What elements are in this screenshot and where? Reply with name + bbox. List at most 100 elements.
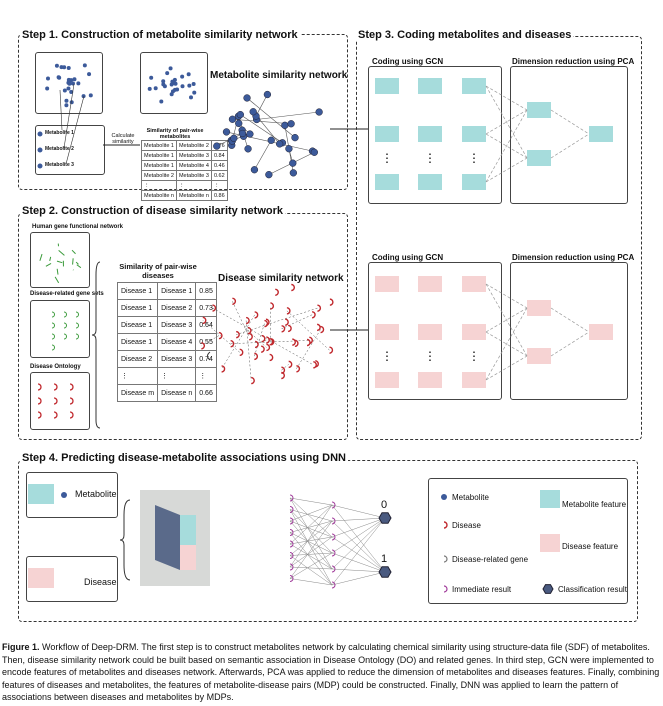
dnn-edge — [331, 504, 386, 519]
disease-node — [329, 298, 334, 306]
gcn-ellipsis: ⋮ — [424, 349, 436, 363]
molecule-graph-box-2 — [140, 52, 208, 114]
gcn-feature-cell — [375, 276, 399, 292]
gene-node — [63, 311, 67, 318]
pca-edge — [485, 355, 528, 381]
pca-edge — [550, 331, 590, 357]
dnn-edge — [331, 517, 386, 554]
disease-node — [281, 366, 286, 374]
gcn-ellipsis: ⋮ — [424, 151, 436, 165]
metabolite-node — [235, 119, 243, 128]
metabolite-node — [169, 82, 174, 87]
disease-node — [239, 348, 244, 357]
metabolite-node — [230, 134, 238, 142]
ontology-node — [53, 383, 58, 391]
disease-node — [270, 302, 274, 310]
legend-metabolite-icon — [441, 494, 447, 500]
gene-node — [51, 322, 55, 329]
dnn-hidden-node — [331, 501, 336, 509]
disease-node — [317, 304, 322, 312]
pca-edge — [485, 109, 528, 135]
metabolite-node — [81, 94, 86, 99]
metabolite-node — [37, 131, 43, 137]
pca-feature-cell — [527, 348, 551, 364]
metabolite-node — [37, 147, 43, 153]
pointer-line — [65, 95, 85, 165]
gcn-feature-cell — [462, 372, 486, 388]
gcn-feature-cell — [375, 372, 399, 388]
disease-node — [254, 352, 258, 361]
legend-classification-hexagon — [542, 584, 554, 594]
pca-edge — [485, 85, 528, 111]
metabolite-node — [45, 76, 50, 81]
dnn-edge — [289, 520, 333, 570]
pca-edge — [485, 133, 528, 159]
disease-node — [247, 326, 252, 335]
gcn-feature-cell — [418, 78, 442, 94]
dnn-edge — [289, 504, 333, 545]
disease-node — [311, 311, 316, 319]
metabolite-node — [275, 140, 284, 148]
metabolite-node — [64, 98, 69, 103]
metabolite-node — [54, 63, 59, 68]
disease-node — [292, 338, 296, 346]
metabolite-node — [45, 86, 50, 91]
dnn-input-node — [289, 529, 294, 536]
disease-node — [291, 283, 295, 292]
dnn-input-node — [289, 517, 294, 525]
pca-feature-cell — [527, 300, 551, 316]
dnn-edge — [289, 552, 333, 579]
gene-node — [63, 333, 67, 340]
disease-node — [281, 325, 286, 333]
molecule-graphs — [37, 63, 197, 169]
metabolite-label-2: Metabolite 2 — [45, 146, 74, 152]
calculate-similarity-label: Calculate similarity — [111, 133, 135, 145]
gene-node — [75, 322, 79, 329]
disease-node — [254, 340, 259, 349]
classification-hexagon — [378, 566, 392, 578]
disease-node — [275, 288, 279, 296]
metabolite-node — [76, 81, 81, 86]
metabolite-node — [289, 159, 297, 167]
disease-node — [269, 353, 274, 362]
dnn-hidden-node — [331, 565, 336, 573]
metabolite-node — [243, 94, 251, 102]
metabolite-node — [153, 86, 158, 91]
dnn-edge — [289, 504, 333, 522]
metabolite-node — [289, 169, 297, 177]
metabolite-node — [315, 108, 323, 116]
disease-node — [221, 365, 226, 373]
disease-node — [201, 342, 205, 350]
caption-label: Figure 1. — [2, 642, 40, 652]
gcn-feature-cell — [462, 324, 486, 340]
metabolite-node — [180, 74, 185, 79]
step1-title: Step 1. Construction of metabolite simil… — [20, 29, 300, 41]
network-edge — [296, 329, 321, 369]
legend-immediate-icon — [443, 585, 448, 593]
metabolite-node — [147, 86, 152, 91]
step2-title: Step 2. Construction of disease similari… — [20, 205, 286, 217]
metabolite-node — [82, 63, 87, 68]
dnn-hidden-node — [331, 517, 336, 525]
disease-node — [329, 346, 334, 354]
pca-label-metabolite: Dimension reduction using PCA — [512, 57, 635, 66]
pca-feature-cell — [527, 102, 551, 118]
network-edge — [254, 323, 265, 357]
dnn-input-node — [289, 552, 294, 559]
network-edge — [221, 314, 255, 370]
dnn-edge — [331, 517, 386, 570]
gcn-feature-cell — [375, 126, 399, 142]
legend-metabolite-feature-swatch — [540, 490, 560, 508]
metabolite-node — [162, 84, 167, 89]
gcn-label-metabolite: Coding using GCN — [372, 57, 444, 66]
dnn-edge — [289, 578, 333, 586]
metabolite-node — [265, 171, 273, 179]
metabolite-node — [180, 84, 185, 89]
metabolite-node — [64, 103, 69, 108]
disease-node — [285, 318, 289, 326]
gcn-feature-cell — [375, 324, 399, 340]
metabolite-node — [70, 81, 75, 86]
legend-immediate: Immediate result — [452, 585, 512, 594]
